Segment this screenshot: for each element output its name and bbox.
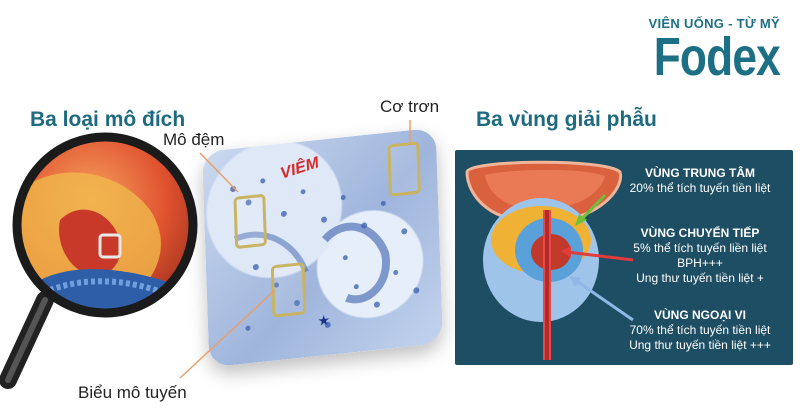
zone-central-line: 20% thể tích tuyến tiền liệt (629, 181, 771, 195)
zone-central-title: VÙNG TRUNG TÂM (645, 166, 755, 180)
zone-peripheral-line-2: Ung thư tuyến tiền liệt +++ (629, 338, 771, 352)
zone-transition-line-3: Ung thư tuyến tiền liệt + (636, 271, 764, 285)
magnifier-rim (12, 132, 198, 318)
zone-transition-line-2: BPH+++ (677, 256, 723, 270)
zone-transition-title: VÙNG CHUYỂN TIẾP (640, 226, 760, 240)
prostate-zones-panel: VÙNG TRUNG TÂM 20% thể tích tuyến tiền l… (455, 150, 793, 365)
zone-transition-line-1: 5% thể tích tuyến liền liệt (633, 241, 767, 255)
magnifier-illustration (0, 132, 198, 389)
brand-tagline: VIÊN UỐNG - TỪ MỸ (648, 16, 780, 31)
left-heading: Ba loại mô đích (30, 108, 186, 131)
label-stroma: Mô đệm (163, 130, 225, 149)
label-smooth-muscle: Cơ trơn (380, 97, 440, 116)
brand-logo: Fodex (653, 27, 781, 87)
zone-peripheral-title: VÙNG NGOẠI VI (653, 308, 746, 322)
right-heading: Ba vùng giải phẫu (476, 108, 657, 131)
label-glandular-epithelium: Biểu mô tuyến (78, 383, 187, 402)
histology-slide: VIÊM ★ (201, 127, 444, 368)
prostate-diagram (465, 160, 634, 360)
zone-peripheral-line-1: 70% thể tích tuyến tiền liệt (629, 323, 771, 337)
